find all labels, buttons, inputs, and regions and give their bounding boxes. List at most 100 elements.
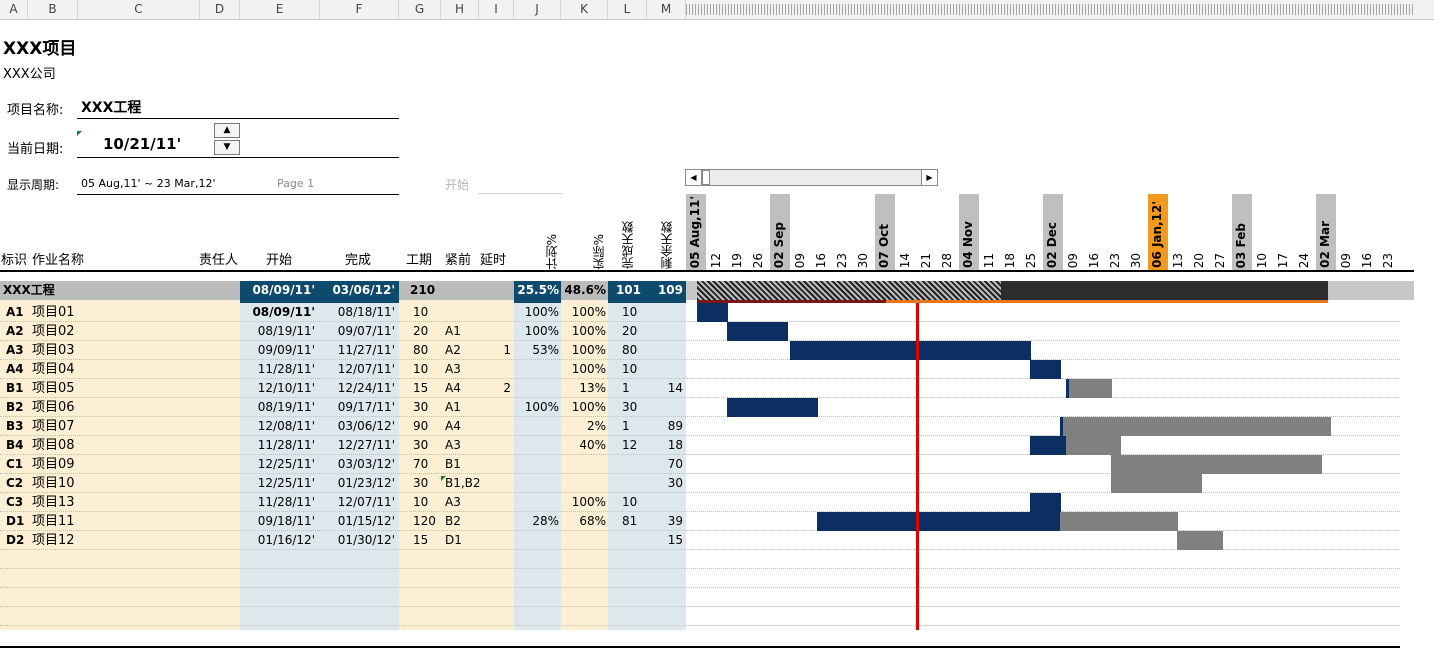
cell-plan[interactable] [514, 360, 561, 379]
cell-name[interactable]: 项目10 [32, 476, 75, 491]
cell-name[interactable]: 项目03 [32, 343, 75, 358]
cell-start[interactable]: 01/16/12' [257, 533, 315, 547]
cell-pred[interactable]: A3 [445, 362, 461, 376]
cell-start[interactable]: 12/25/11' [257, 476, 315, 490]
scroll-right-button[interactable]: ▶ [921, 170, 937, 185]
cell-remain[interactable]: 89 [667, 419, 683, 433]
cell-done[interactable]: 1 [622, 381, 630, 395]
cell-remain[interactable] [647, 493, 686, 512]
cell-name[interactable]: 项目01 [32, 305, 75, 320]
column-header-h[interactable]: H [441, 0, 479, 19]
cell-actual[interactable]: 2% [586, 419, 606, 433]
cell-remain[interactable]: 15 [667, 533, 683, 547]
cell-actual[interactable]: 100% [571, 324, 606, 338]
cell-delay[interactable] [479, 474, 514, 493]
cell-duration[interactable]: 10 [413, 305, 429, 319]
cell-name[interactable]: 项目04 [32, 362, 75, 377]
cell-id[interactable]: B1 [6, 381, 24, 395]
cell-finish[interactable]: 12/07/11' [337, 362, 395, 376]
cell-name[interactable]: 项目09 [32, 457, 75, 472]
column-header-j[interactable]: J [514, 0, 561, 19]
column-header-g[interactable]: G [399, 0, 441, 19]
cell-start[interactable]: 09/18/11' [257, 514, 315, 528]
cell-actual[interactable]: 40% [579, 438, 606, 452]
cell-actual[interactable] [561, 474, 608, 493]
cell-delay[interactable] [479, 436, 514, 455]
cell-duration[interactable]: 90 [413, 419, 429, 433]
cell-plan[interactable] [514, 417, 561, 436]
cell-name[interactable]: 项目13 [32, 495, 75, 510]
cell-remain[interactable]: 39 [667, 514, 683, 528]
cell-delay[interactable] [479, 322, 514, 341]
cell-pred[interactable]: B1 [445, 457, 461, 471]
cell-delay[interactable]: 1 [503, 343, 511, 357]
cell-duration[interactable]: 15 [413, 533, 429, 547]
cell-pred[interactable]: D1 [445, 533, 462, 547]
cell-plan[interactable]: 100% [524, 400, 559, 414]
cell-done[interactable]: 10 [622, 495, 638, 509]
cell-plan[interactable] [514, 493, 561, 512]
cell-pred[interactable]: A4 [445, 381, 461, 395]
cell-plan[interactable] [514, 474, 561, 493]
cell-delay[interactable] [479, 493, 514, 512]
cell-id[interactable]: D2 [6, 533, 25, 547]
scroll-left-button[interactable]: ◀ [686, 170, 702, 185]
cell-finish[interactable]: 11/27/11' [337, 343, 395, 357]
cell-remain[interactable]: 70 [667, 457, 683, 471]
cell-id[interactable]: B3 [6, 419, 24, 433]
cell-id[interactable]: A2 [6, 324, 24, 338]
cell-delay[interactable] [479, 455, 514, 474]
cell-done[interactable] [608, 474, 647, 493]
cell-pred[interactable]: A3 [445, 495, 461, 509]
cell-finish[interactable]: 09/17/11' [337, 400, 395, 414]
cell-duration[interactable]: 20 [413, 324, 429, 338]
cell-start[interactable]: 12/25/11' [257, 457, 315, 471]
cell-finish[interactable]: 03/03/12' [337, 457, 395, 471]
cell-done[interactable]: 12 [622, 438, 638, 452]
cell-start[interactable]: 12/08/11' [257, 419, 315, 433]
cell-remain[interactable] [647, 322, 686, 341]
cell-duration[interactable]: 70 [413, 457, 429, 471]
cell-plan[interactable]: 28% [532, 514, 559, 528]
cell-name[interactable]: 项目07 [32, 419, 75, 434]
cell-delay[interactable] [479, 417, 514, 436]
cell-plan[interactable]: 100% [524, 324, 559, 338]
column-header-c[interactable]: C [78, 0, 200, 19]
cell-actual[interactable]: 68% [579, 514, 606, 528]
cell-start[interactable]: 11/28/11' [257, 362, 315, 376]
cell-duration[interactable]: 15 [413, 381, 429, 395]
cell-duration[interactable]: 30 [413, 476, 429, 490]
cell-duration[interactable]: 10 [413, 495, 429, 509]
cell-plan[interactable] [514, 436, 561, 455]
cell-finish[interactable]: 03/06/12' [337, 419, 395, 433]
cell-duration[interactable]: 30 [413, 438, 429, 452]
cell-actual[interactable]: 100% [571, 343, 606, 357]
cell-pred[interactable]: A3 [445, 438, 461, 452]
cell-id[interactable]: C3 [6, 495, 24, 509]
cell-id[interactable]: B4 [6, 438, 24, 452]
empty-row[interactable] [0, 607, 1400, 626]
cell-pred[interactable]: A2 [445, 343, 461, 357]
cell-remain[interactable] [647, 341, 686, 360]
cell-id[interactable]: D1 [6, 514, 25, 528]
cell-actual[interactable] [561, 531, 608, 550]
date-spin-down-button[interactable]: ▼ [214, 140, 240, 155]
cell-remain[interactable] [647, 398, 686, 417]
cell-plan[interactable] [514, 531, 561, 550]
column-header-b[interactable]: B [28, 0, 78, 19]
cell-id[interactable]: C2 [6, 476, 24, 490]
column-header-e[interactable]: E [240, 0, 320, 19]
cell-delay[interactable] [479, 531, 514, 550]
date-spin-up-button[interactable]: ▲ [214, 123, 240, 138]
cell-delay[interactable] [479, 398, 514, 417]
cell-start[interactable]: 11/28/11' [257, 495, 315, 509]
cell-pred[interactable]: A1 [445, 324, 461, 338]
